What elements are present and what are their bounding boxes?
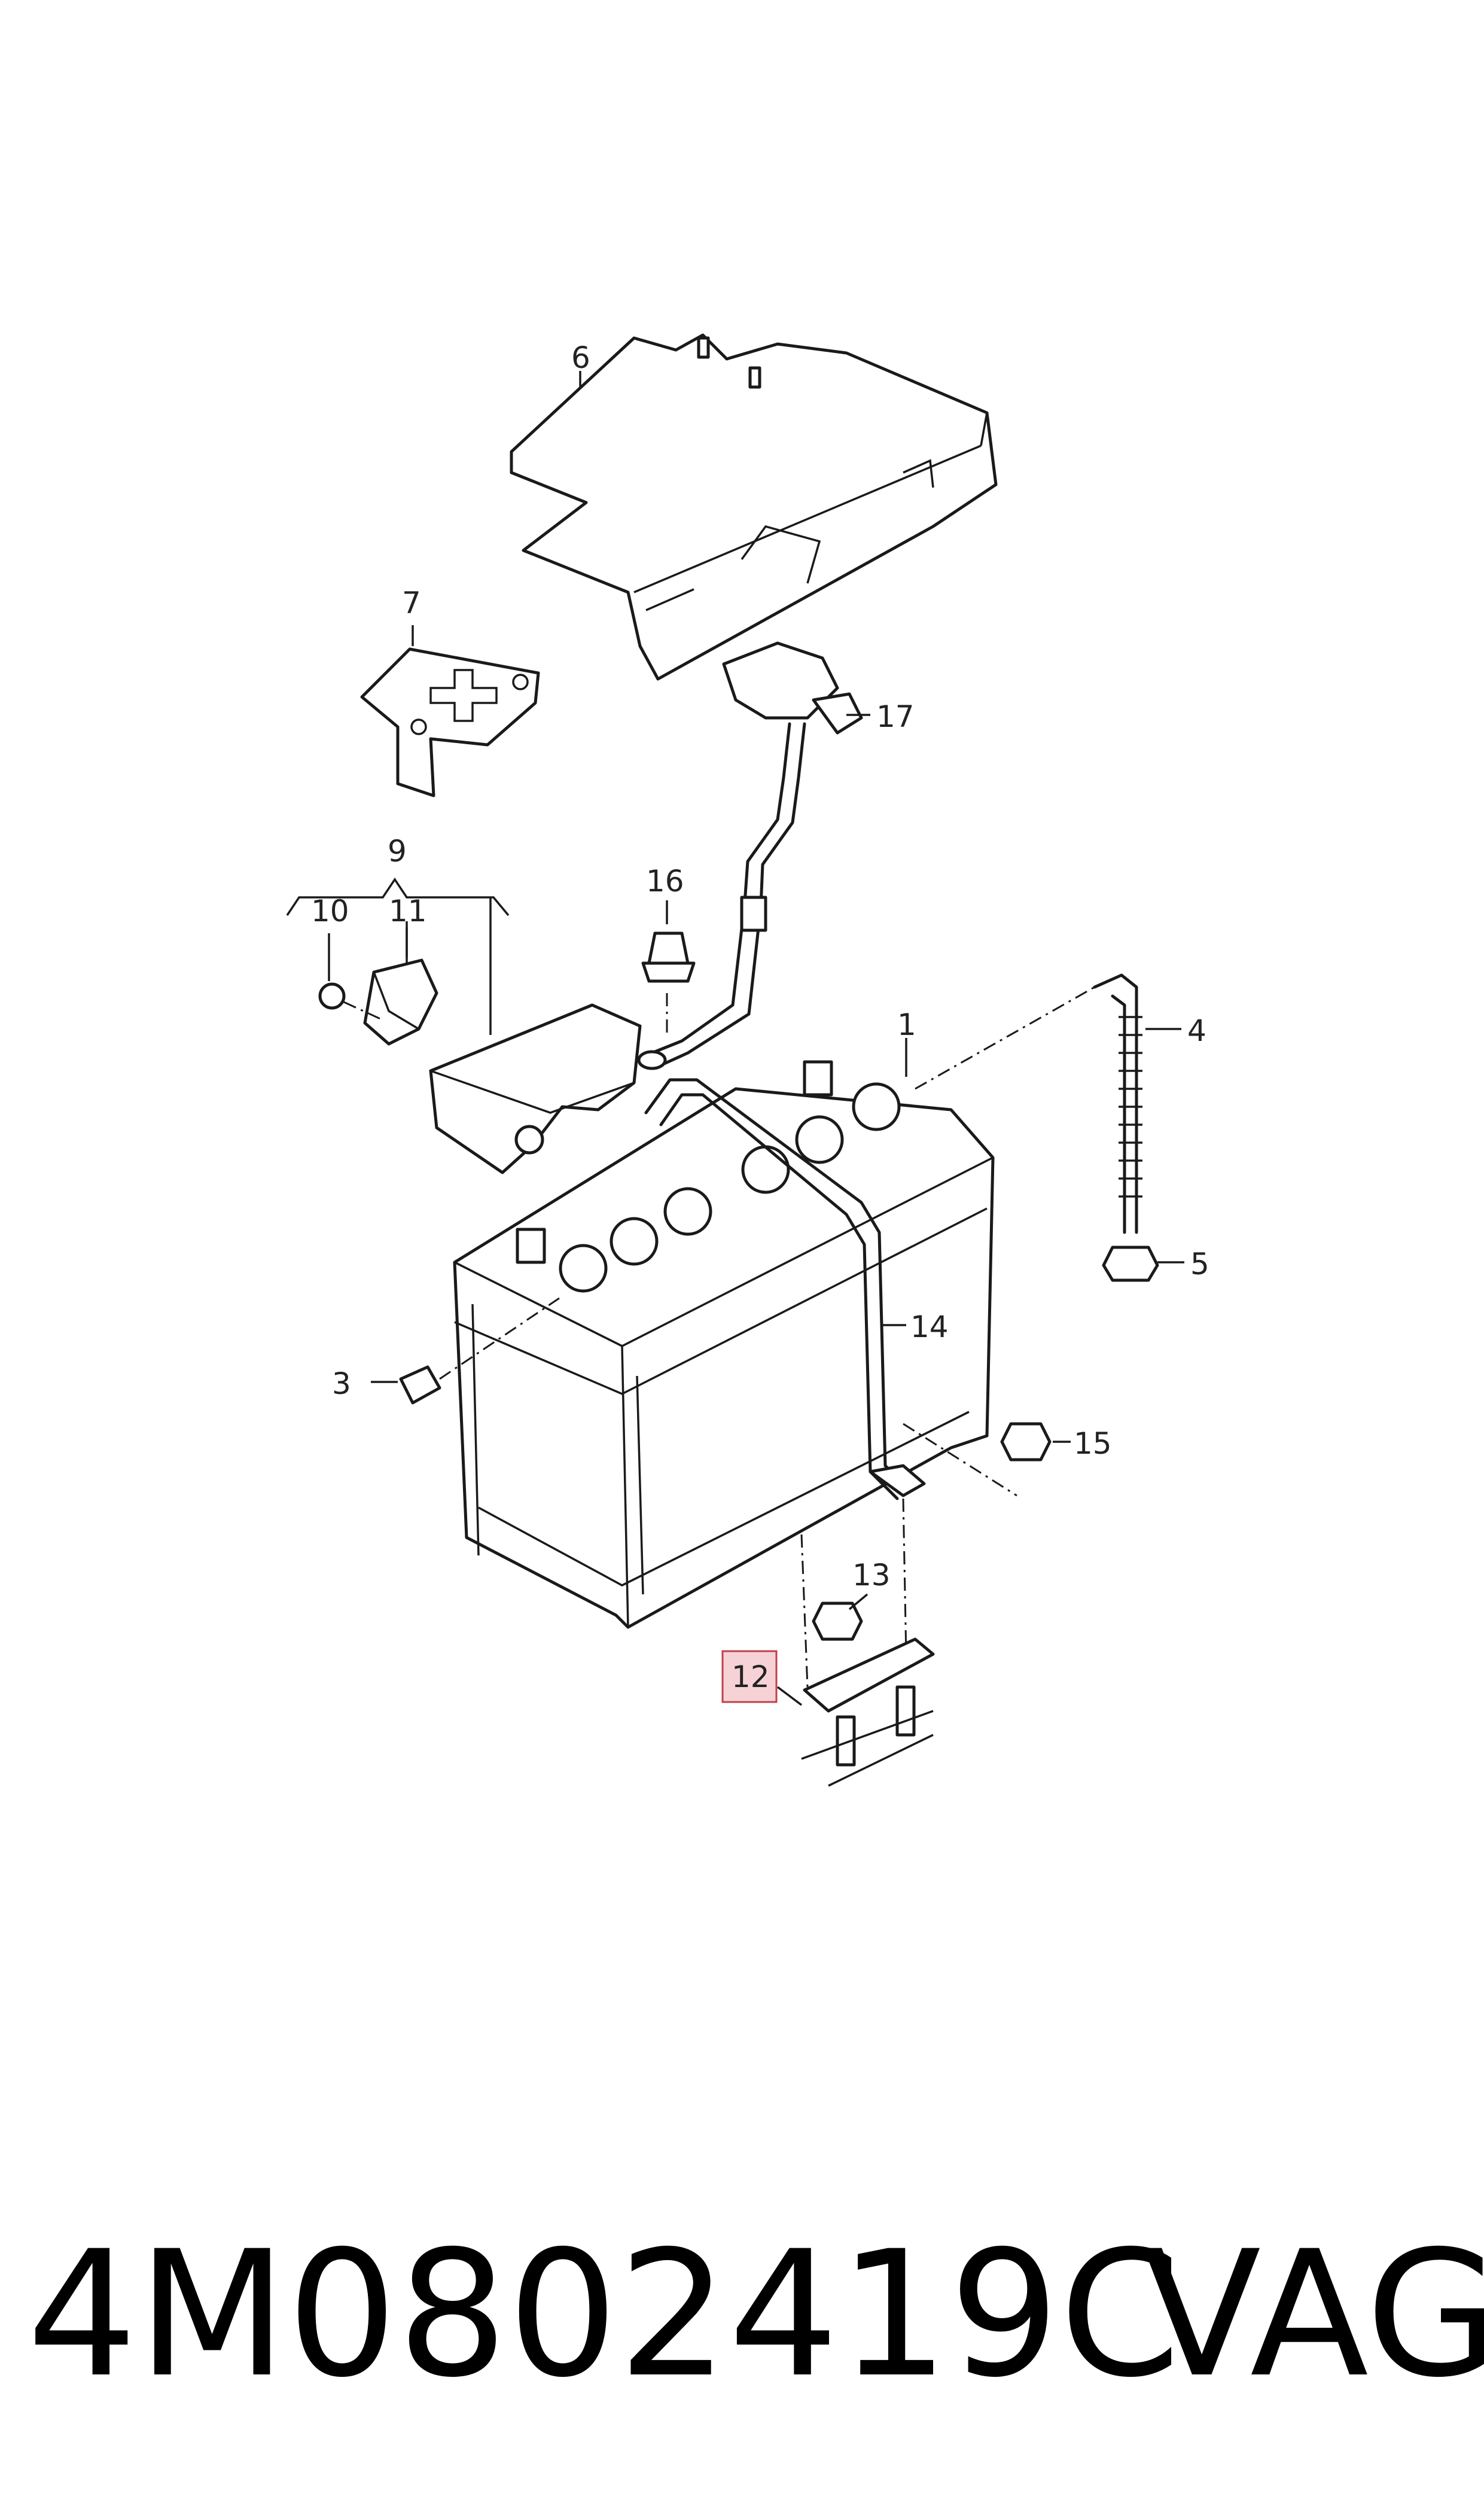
callout-15: 15 [1074,1426,1112,1461]
callout-4: 4 [1187,1013,1206,1048]
part-number: 4M0802419C [27,2214,1181,2416]
battery-exploded-diagram: 1 3 4 5 6 7 9 10 11 12 13 14 15 16 17 [286,333,1209,1787]
callout-9: 9 [388,834,407,869]
part-12-clamp-plate [801,1637,935,1787]
part-15-nut [903,1422,1052,1497]
part-9-fuse-carrier [286,877,642,1174]
leader-lines [328,371,1184,1706]
callout-16: 16 [646,864,684,899]
part-3-plug [399,1297,560,1405]
callout-12-highlight [721,1650,778,1703]
callout-10: 10 [311,894,349,928]
callout-13: 13 [852,1558,891,1593]
brand-name: VAG [1142,2214,1484,2416]
callout-7: 7 [402,586,421,620]
callout-11: 11 [389,894,427,928]
part-6-battery-cover [510,333,998,681]
part-14-battery-strap [644,1078,926,1500]
part-7-positive-terminal-cap [360,647,540,797]
callout-5: 5 [1190,1247,1209,1281]
callout-17: 17 [876,699,915,734]
part-16-cap-nut [641,931,696,1035]
callout-14: 14 [910,1310,949,1344]
part-footer: 4M0802419C VAG [0,2225,1484,2405]
part-5-nut [1102,1246,1159,1282]
callout-6: 6 [571,340,590,375]
part-1-battery [453,1060,995,1629]
callout-1: 1 [897,1007,916,1042]
part-4-ground-cable [915,973,1142,1234]
callout-12: 12 [732,1660,770,1694]
part-17-positive-cable [637,641,863,1070]
part-13-nut [800,1498,907,1688]
callout-3: 3 [332,1366,351,1401]
